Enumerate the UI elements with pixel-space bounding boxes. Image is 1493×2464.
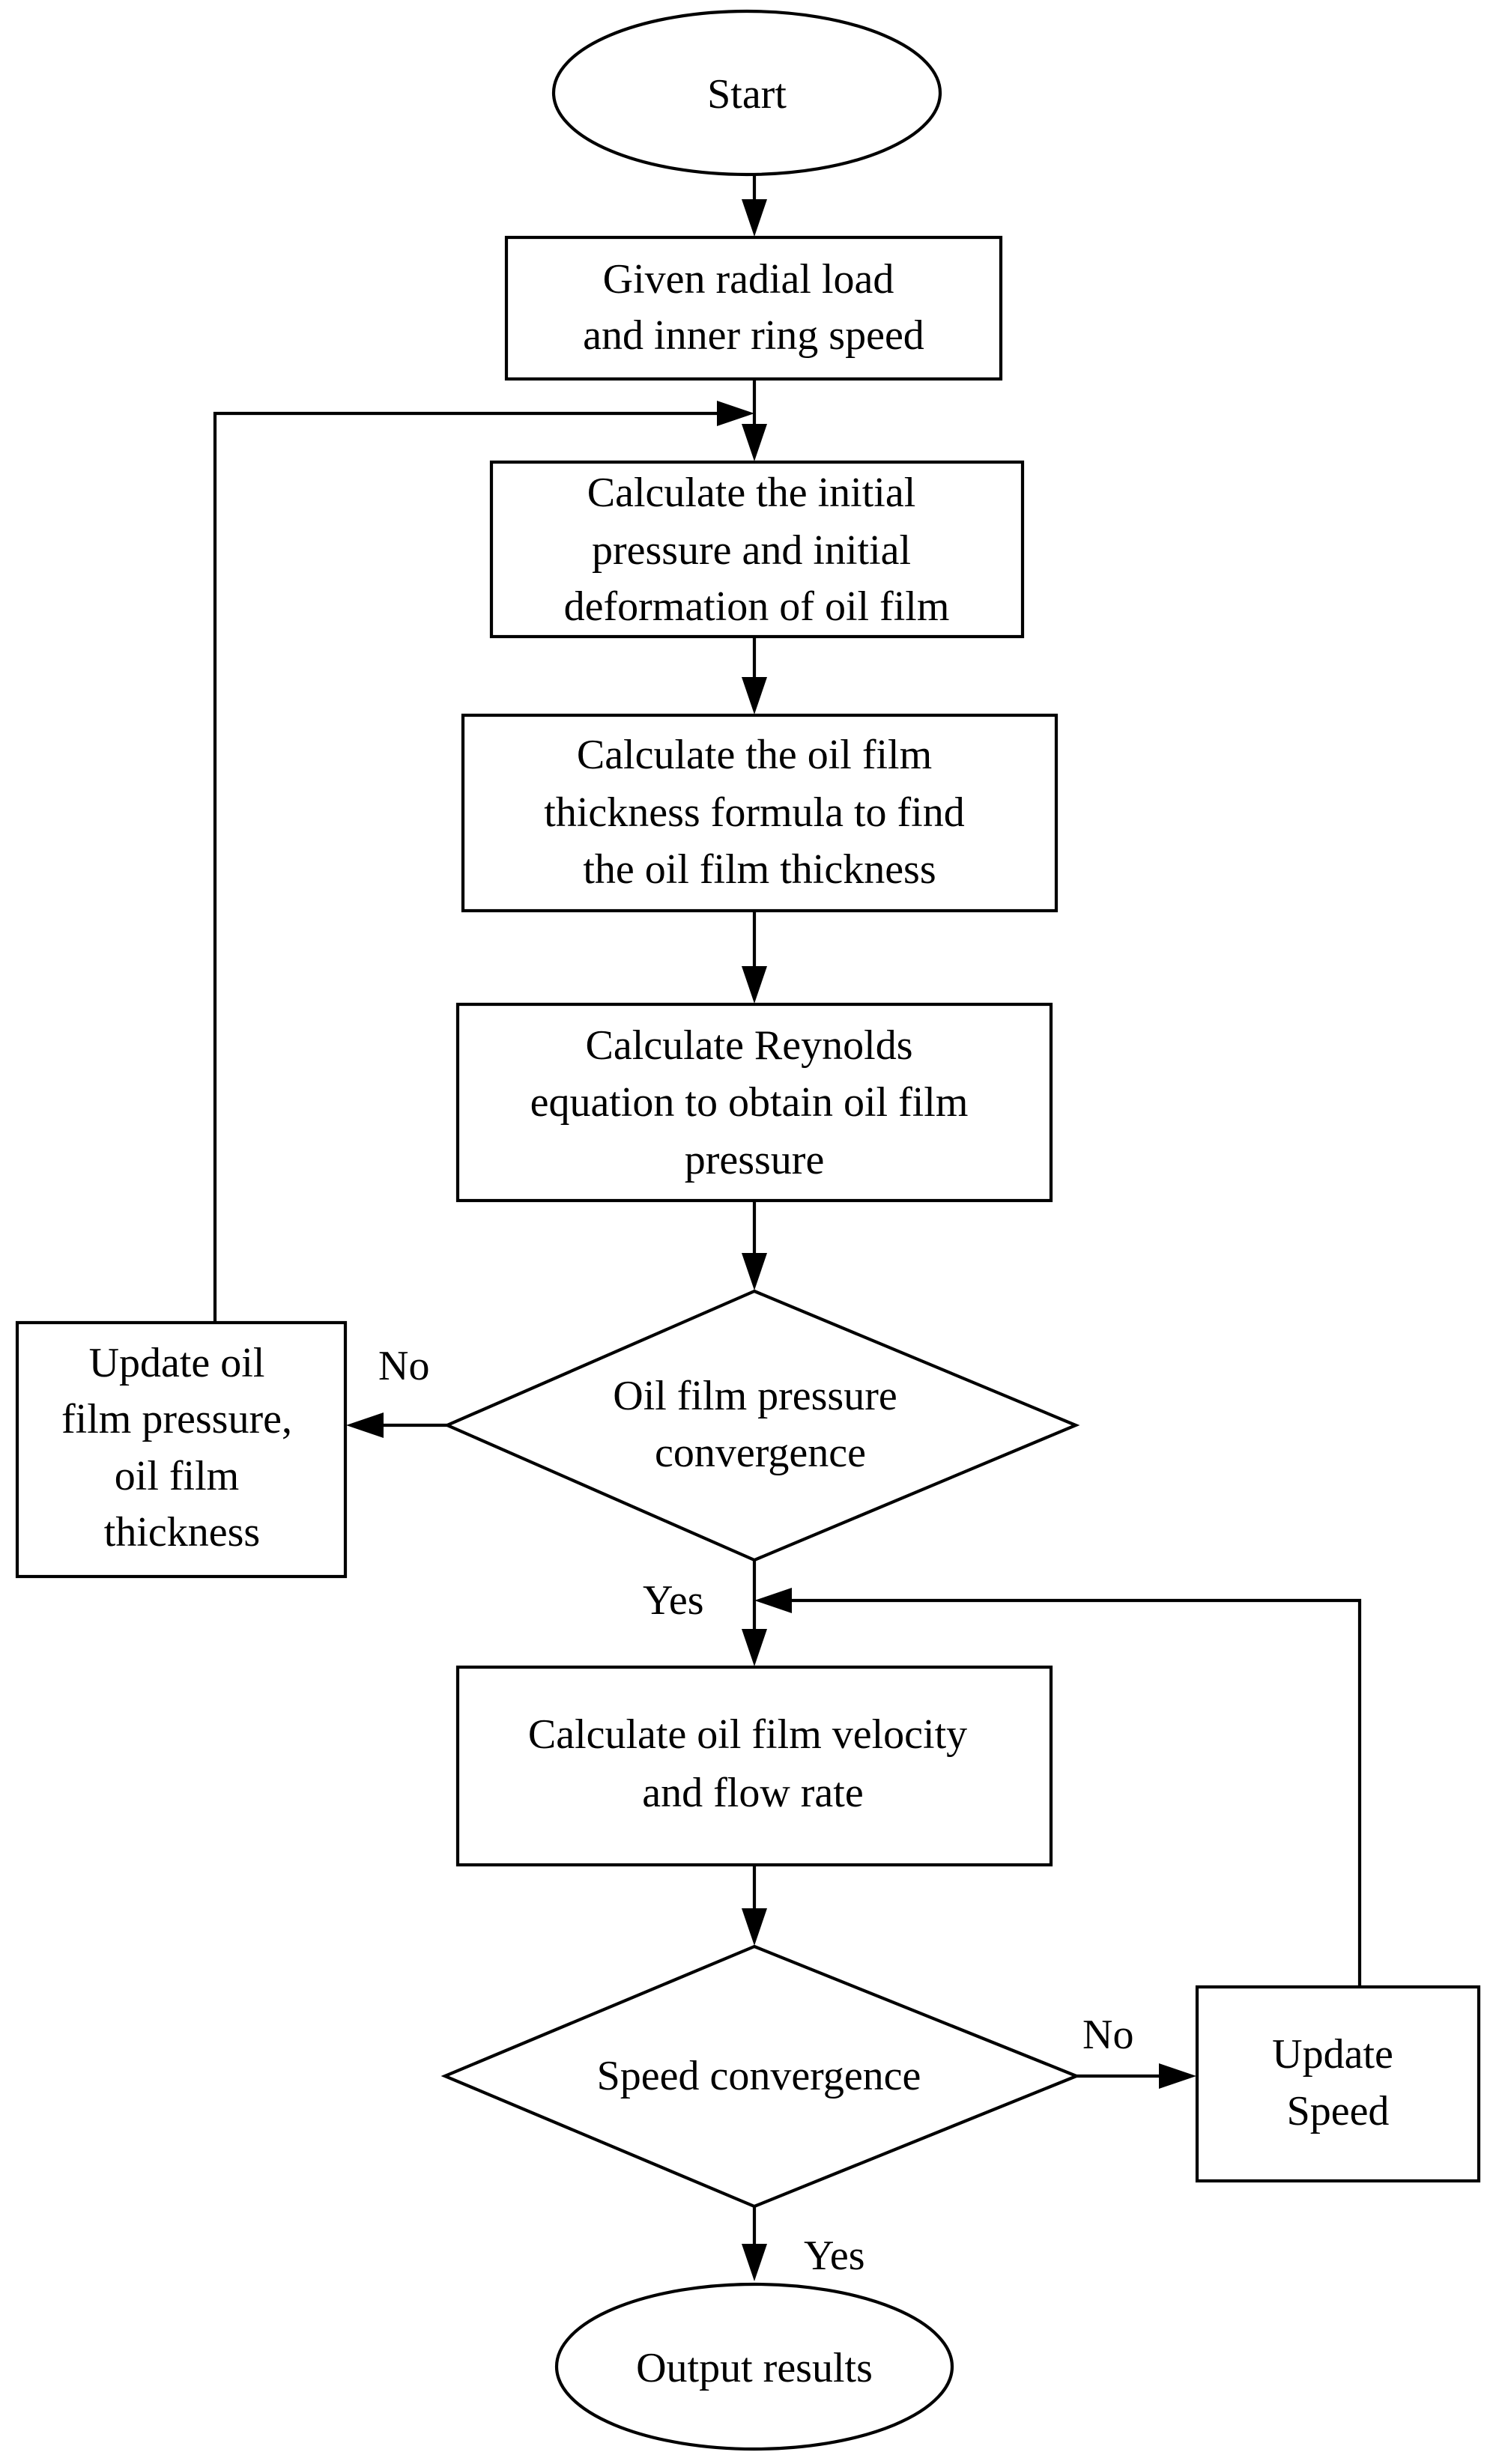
- arrowhead-velocity: [742, 1629, 767, 1666]
- edge-speed-loop: [792, 1598, 1362, 1987]
- given-input-line-1: Given radial load: [603, 256, 894, 303]
- arrowhead-pressure-loop: [717, 401, 754, 426]
- connectors: [213, 175, 1362, 2281]
- calc-thickness-line-3: the oil film thickness: [583, 846, 936, 893]
- calc-reynolds-line-1: Calculate Reynolds: [585, 1022, 912, 1069]
- pressure-decision-diamond: Oil film pressure convergence: [443, 1289, 1080, 1562]
- start-label: Start: [707, 71, 787, 118]
- calc-thickness-line-1: Calculate the oil film: [577, 732, 932, 778]
- update-pressure-box: Update oil film pressure, oil film thick…: [15, 1320, 348, 1579]
- speed-decision-line-1: Speed convergence: [597, 2053, 921, 2099]
- arrowhead-speed-decision: [742, 1908, 767, 1946]
- pressure-decision-line-1: Oil film pressure: [613, 1373, 897, 1419]
- svg-text:Oil film pressure conver: Oil film pressure convergence: [613, 1373, 907, 1476]
- start-terminal: Start: [551, 9, 942, 177]
- arrowhead-reynolds: [742, 966, 767, 1004]
- arrowhead-pressure-decision: [742, 1253, 767, 1290]
- update-pressure-line-2: film pressure,: [61, 1396, 292, 1442]
- edge-label-pressure-yes: Yes: [643, 1577, 703, 1624]
- svg-text:Calculate Reynolds equat: Calculate Reynolds equation to obtain oi…: [530, 1022, 979, 1183]
- arrowhead-update-pressure: [346, 1412, 384, 1438]
- edge-label-pressure-no: No: [378, 1343, 429, 1389]
- calc-velocity-box: Calculate oil film velocity and flow rat…: [455, 1665, 1053, 1867]
- update-pressure-line-4: thickness: [104, 1509, 260, 1556]
- arrowhead-given: [742, 199, 767, 237]
- given-input-box: Given radial load and inner ring speed: [504, 235, 1003, 381]
- calc-reynolds-box: Calculate Reynolds equation to obtain oi…: [455, 1002, 1053, 1203]
- svg-text:Update Speed: Update Speed: [1272, 2031, 1404, 2134]
- svg-text:Start: Start: [707, 71, 787, 118]
- edge-label-speed-yes: Yes: [804, 2233, 864, 2279]
- arrowhead-update-speed: [1159, 2063, 1196, 2089]
- update-speed-box: Update Speed: [1195, 1985, 1481, 2183]
- given-input-line-2: and inner ring speed: [583, 312, 924, 359]
- edge-pressure-loop: [213, 411, 717, 1323]
- calc-initial-line-1: Calculate the initial: [587, 470, 916, 516]
- update-pressure-line-3: oil film: [115, 1453, 239, 1499]
- arrowhead-output: [742, 2244, 767, 2281]
- update-pressure-line-1: Update oil: [89, 1340, 265, 1386]
- svg-text:Calculate the initial pr: Calculate the initial pressure and initi…: [564, 470, 950, 630]
- pressure-decision-line-2: convergence: [655, 1430, 866, 1476]
- svg-text:Speed convergence: Speed convergence: [597, 2053, 921, 2099]
- svg-text:Output results: Output results: [636, 2345, 873, 2391]
- calc-thickness-line-2: thickness formula to find: [544, 789, 964, 836]
- calc-velocity-line-1: Calculate oil film velocity: [528, 1711, 967, 1758]
- calc-initial-line-2: pressure and initial: [592, 527, 911, 574]
- edge-label-speed-no: No: [1082, 2012, 1133, 2058]
- update-speed-line-1: Update: [1272, 2031, 1393, 2078]
- calc-reynolds-line-2: equation to obtain oil film: [530, 1079, 969, 1126]
- output-label: Output results: [636, 2345, 873, 2391]
- svg-text:Given radial load and in: Given radial load and inner ring speed: [583, 256, 924, 359]
- speed-decision-diamond: Speed convergence: [440, 1944, 1081, 2209]
- update-speed-line-2: Speed: [1287, 2088, 1390, 2134]
- output-terminal: Output results: [554, 2282, 954, 2451]
- svg-text:Calculate the oil film t: Calculate the oil film thickness formula…: [544, 732, 975, 893]
- calc-initial-box: Calculate the initial pressure and initi…: [489, 460, 1025, 639]
- arrowhead-speed-loop: [754, 1588, 792, 1613]
- calc-initial-line-3: deformation of oil film: [564, 583, 950, 630]
- calc-thickness-box: Calculate the oil film thickness formula…: [461, 713, 1059, 913]
- calc-reynolds-line-3: pressure: [685, 1137, 825, 1183]
- svg-text:Calculate oil film velocity: Calculate oil film velocity and flow rat…: [528, 1711, 978, 1816]
- calc-velocity-line-2: and flow rate: [642, 1770, 863, 1816]
- svg-text:Update oil film pressure: Update oil film pressure, oil film thick…: [61, 1340, 303, 1556]
- arrowhead-initial: [742, 424, 767, 461]
- arrowhead-thickness: [742, 677, 767, 714]
